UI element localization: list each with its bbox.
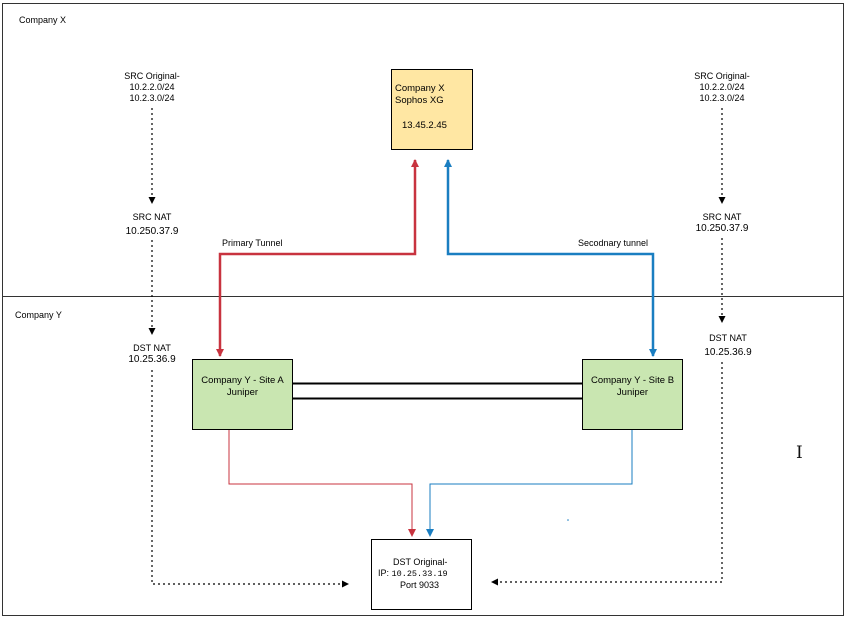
- left-dst-nat: DST NAT 10.25.36.9: [102, 343, 202, 365]
- secondary-tunnel-label: Secodnary tunnel: [578, 238, 649, 248]
- primary-tunnel-line: [216, 159, 419, 357]
- site-b-juniper-node[interactable]: Company Y - Site B Juniper: [582, 359, 683, 430]
- right-src-nat-title: SRC NAT: [702, 212, 742, 222]
- right-dst-nat: DST NAT 10.25.36.9: [678, 333, 778, 358]
- right-src-nat-ip: 10.250.37.9: [695, 223, 749, 234]
- left-dstnat-to-dst-connector: [151, 370, 349, 588]
- left-src-nat-title: SRC NAT: [132, 212, 172, 222]
- dst-original-ip-row: IP: 10.25.33.19: [372, 568, 471, 580]
- dst-original-ip-prefix: IP:: [378, 568, 390, 578]
- dst-original-ip: 10.25.33.19: [391, 569, 448, 579]
- sophos-node-ip: 13.45.2.45: [402, 120, 447, 131]
- left-src-original-net1: 10.2.2.0/24: [129, 82, 175, 92]
- dst-original-node[interactable]: DST Original- IP: 10.25.33.19 Port 9033: [371, 539, 472, 610]
- text-cursor-icon: I: [796, 443, 803, 463]
- stray-dot: [567, 519, 569, 521]
- site-a-to-dst-line: [228, 430, 416, 537]
- right-dstnat-to-dst-connector: [491, 362, 723, 586]
- left-src-nat-ip: 10.250.37.9: [125, 226, 179, 237]
- left-src-nat: SRC NAT 10.250.37.9: [102, 212, 202, 237]
- right-src-original-net2: 10.2.3.0/24: [699, 93, 745, 103]
- dst-original-title: DST Original-: [393, 557, 448, 567]
- left-dst-nat-title: DST NAT: [133, 343, 171, 353]
- dst-original-port: Port 9033: [400, 580, 440, 590]
- site-a-juniper-node[interactable]: Company Y - Site A Juniper: [192, 359, 293, 430]
- right-dst-nat-title: DST NAT: [709, 333, 747, 343]
- right-src-original: SRC Original- 10.2.2.0/24 10.2.3.0/24: [672, 71, 772, 104]
- site-b-line2: Juniper: [616, 387, 649, 398]
- site-b-line1: Company Y - Site B: [590, 375, 675, 386]
- right-src-nat: SRC NAT 10.250.37.9: [672, 212, 772, 234]
- left-src-original-title: SRC Original-: [124, 71, 180, 81]
- right-dst-nat-ip: 10.25.36.9: [704, 347, 752, 358]
- site-a-line2: Juniper: [226, 387, 259, 398]
- right-src-original-title: SRC Original-: [694, 71, 750, 81]
- left-src-original-net2: 10.2.3.0/24: [129, 93, 175, 103]
- company-y-zone-label: Company Y: [15, 310, 62, 320]
- secondary-tunnel-line: [444, 159, 657, 357]
- sophos-node-line2: Sophos XG: [395, 95, 444, 106]
- primary-tunnel-label: Primary Tunnel: [222, 238, 283, 248]
- left-src-original: SRC Original- 10.2.2.0/24 10.2.3.0/24: [102, 71, 202, 104]
- sophos-xg-node[interactable]: Company X Sophos XG 13.45.2.45: [391, 69, 473, 150]
- left-dst-nat-ip: 10.25.36.9: [128, 354, 176, 365]
- outer-frame: [2, 3, 844, 616]
- company-x-zone-label: Company X: [19, 15, 67, 25]
- sophos-node-line1: Company X: [395, 83, 445, 94]
- site-a-line1: Company Y - Site A: [201, 375, 284, 386]
- site-b-to-dst-line: [426, 430, 633, 537]
- right-src-original-net1: 10.2.2.0/24: [699, 82, 745, 92]
